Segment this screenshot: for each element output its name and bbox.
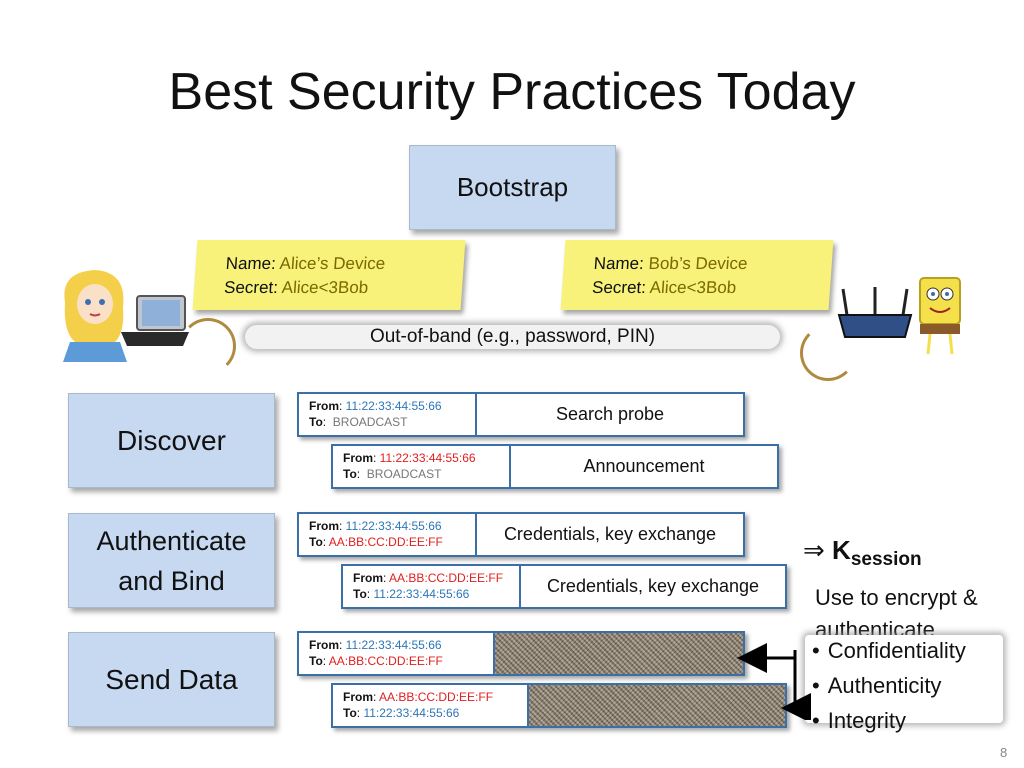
packet-payload: Credentials, key exchange xyxy=(503,524,717,544)
from-address: 11:22:33:44:55:66 xyxy=(345,638,442,652)
to-label: To xyxy=(309,415,323,429)
packet-payload: Credentials, key exchange xyxy=(546,576,760,596)
bob-name-value: Bob’s Device xyxy=(647,254,749,273)
discover-box: Discover xyxy=(68,393,275,488)
page-number: 8 xyxy=(1000,745,1008,760)
to-address: 11:22:33:44:55:66 xyxy=(363,706,460,720)
alice-name-value: Alice’s Device xyxy=(279,254,386,273)
packet-header: From: 11:22:33:44:55:66 To: AA:BB:CC:DD:… xyxy=(299,514,477,555)
security-properties-list: Confidentiality Authenticity Integrity xyxy=(812,633,966,738)
alice-signal-icon xyxy=(180,318,236,374)
packet-payload: Search probe xyxy=(555,404,665,424)
alice-secret-value: Alice<3Bob xyxy=(281,278,369,297)
to-label: To xyxy=(353,587,367,601)
alice-secret-label: Secret: xyxy=(223,278,279,297)
property-arrows xyxy=(737,643,811,720)
from-label: From xyxy=(343,451,373,465)
authenticate-bind-box: Authenticate and Bind xyxy=(68,513,275,608)
packet-credentials-request: From: 11:22:33:44:55:66 To: AA:BB:CC:DD:… xyxy=(297,512,745,557)
to-address: AA:BB:CC:DD:EE:FF xyxy=(328,535,443,549)
packet-header: From: 11:22:33:44:55:66 To: BROADCAST xyxy=(333,446,511,487)
property-integrity: Integrity xyxy=(812,703,966,738)
implies-arrow-icon: ⇒ xyxy=(803,535,825,565)
slide-title: Best Security Practices Today xyxy=(168,63,856,121)
bob-secret-label: Secret: xyxy=(591,278,647,297)
packet-payload: Announcement xyxy=(583,456,705,476)
to-address: BROADCAST xyxy=(332,415,408,429)
packet-search-probe: From: 11:22:33:44:55:66 To: BROADCAST Se… xyxy=(297,392,745,437)
alice-device-note: Name: Alice’s Device Secret: Alice<3Bob xyxy=(192,240,466,310)
authenticate-bind-label: Authenticate and Bind xyxy=(96,525,247,596)
from-label: From xyxy=(343,690,373,704)
encrypted-payload xyxy=(529,685,785,726)
property-authenticity: Authenticity xyxy=(812,668,966,703)
to-label: To xyxy=(343,467,357,481)
bootstrap-box: Bootstrap xyxy=(409,145,616,230)
router-icon xyxy=(835,285,915,345)
encrypted-payload xyxy=(495,633,743,674)
bob-device-note: Name: Bob’s Device Secret: Alice<3Bob xyxy=(560,240,834,310)
from-label: From xyxy=(309,638,339,652)
laptop-icon xyxy=(115,292,195,352)
bob-name-label: Name: xyxy=(593,254,645,273)
from-address: AA:BB:CC:DD:EE:FF xyxy=(389,571,504,585)
packet-encrypted-data-1: From: 11:22:33:44:55:66 To: AA:BB:CC:DD:… xyxy=(297,631,745,676)
from-label: From xyxy=(353,571,383,585)
to-address: AA:BB:CC:DD:EE:FF xyxy=(328,654,443,668)
packet-encrypted-data-2: From: AA:BB:CC:DD:EE:FF To: 11:22:33:44:… xyxy=(331,683,787,728)
packet-header: From: AA:BB:CC:DD:EE:FF To: 11:22:33:44:… xyxy=(333,685,529,726)
alice-character-icon xyxy=(55,262,135,362)
discover-label: Discover xyxy=(117,424,226,456)
session-key: ⇒ Ksession xyxy=(803,535,922,571)
arrow-to-packet-2 xyxy=(781,650,811,720)
send-data-box: Send Data xyxy=(68,632,275,727)
to-label: To xyxy=(309,654,323,668)
from-address: 11:22:33:44:55:66 xyxy=(345,519,442,533)
out-of-band-label: Out-of-band (e.g., password, PIN) xyxy=(369,326,656,347)
send-data-label: Send Data xyxy=(105,663,238,695)
out-of-band-channel xyxy=(245,325,780,349)
to-label: To xyxy=(343,706,357,720)
to-address: BROADCAST xyxy=(366,467,442,481)
to-address: 11:22:33:44:55:66 xyxy=(373,587,470,601)
property-confidentiality: Confidentiality xyxy=(812,633,966,668)
session-key-symbol: K xyxy=(832,535,851,565)
session-key-subscript: session xyxy=(850,549,922,571)
to-label: To xyxy=(309,535,323,549)
from-address: 11:22:33:44:55:66 xyxy=(379,451,476,465)
spongebob-character-icon xyxy=(910,272,970,357)
alice-name-label: Name: xyxy=(225,254,277,273)
from-address: 11:22:33:44:55:66 xyxy=(345,399,442,413)
packet-header: From: 11:22:33:44:55:66 To: BROADCAST xyxy=(299,394,477,435)
packet-header: From: AA:BB:CC:DD:EE:FF To: 11:22:33:44:… xyxy=(343,566,521,607)
bob-secret-value: Alice<3Bob xyxy=(649,278,737,297)
bootstrap-label: Bootstrap xyxy=(456,172,569,202)
packet-announcement: From: 11:22:33:44:55:66 To: BROADCAST An… xyxy=(331,444,779,489)
packet-credentials-response: From: AA:BB:CC:DD:EE:FF To: 11:22:33:44:… xyxy=(341,564,787,609)
from-address: AA:BB:CC:DD:EE:FF xyxy=(379,690,494,704)
from-label: From xyxy=(309,519,339,533)
from-label: From xyxy=(309,399,339,413)
packet-header: From: 11:22:33:44:55:66 To: AA:BB:CC:DD:… xyxy=(299,633,495,674)
